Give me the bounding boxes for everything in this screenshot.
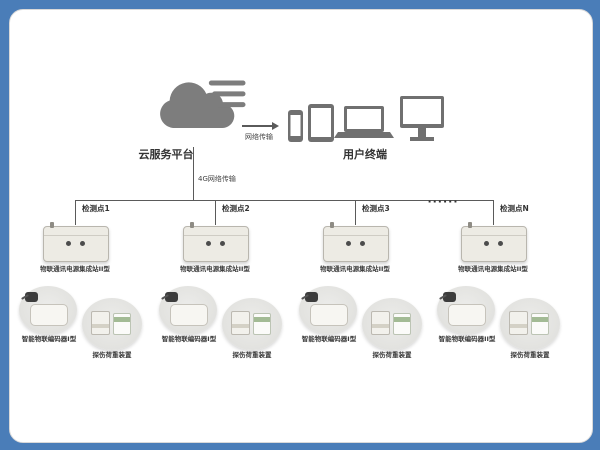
g4-network-label: 4G网络传输 <box>198 175 236 183</box>
station-label: 物联通讯电源集成站II型 <box>40 265 110 273</box>
user-terminal-label: 用户终端 <box>343 148 387 161</box>
drop-line-2 <box>215 200 216 225</box>
cloud-icon <box>148 72 248 144</box>
laptop-icon <box>334 106 394 138</box>
drop-line-3 <box>355 200 356 225</box>
station-device-image <box>323 222 389 262</box>
encoder-label: 智能物联编码器I型 <box>21 335 77 343</box>
detection-point-3-label: 检测点3 <box>362 204 390 213</box>
station-label: 物联通讯电源集成站II型 <box>180 265 250 273</box>
station-label: 物联通讯电源集成站II型 <box>320 265 390 273</box>
cloud-platform-label: 云服务平台 <box>138 148 194 161</box>
tablet-icon <box>308 104 334 142</box>
encoder-device-image <box>159 286 217 334</box>
detection-group-3: 物联通讯电源集成站II型 智能物联编码器I型 探伤荷重装置 <box>295 222 425 374</box>
load-device-image <box>362 298 422 350</box>
station-device-image <box>43 222 109 262</box>
server-lines-icon <box>208 80 246 108</box>
detection-point-n-label: 检测点N <box>500 204 529 213</box>
load-device-image <box>500 298 560 350</box>
drop-line-n <box>493 200 494 225</box>
load-label: 探伤荷重装置 <box>92 351 132 359</box>
load-label: 探伤荷重装置 <box>372 351 412 359</box>
encoder-device-image <box>437 286 495 334</box>
encoder-label: 智能物联编码器I型 <box>161 335 217 343</box>
load-label: 探伤荷重装置 <box>510 351 550 359</box>
drop-line-1 <box>75 200 76 225</box>
ellipsis-label: ······ <box>427 195 459 208</box>
trunk-line <box>75 200 493 201</box>
station-device-image <box>461 222 527 262</box>
cloud-downlink-line <box>193 147 194 200</box>
detection-group-n: 物联通讯电源集成站II型 智能物联编码器II型 探伤荷重装置 <box>433 222 563 374</box>
arrow-right-icon <box>242 125 274 127</box>
encoder-device-image <box>19 286 77 334</box>
detection-group-1: 物联通讯电源集成站II型 智能物联编码器I型 探伤荷重装置 <box>15 222 145 374</box>
encoder-label: 智能物联编码器I型 <box>301 335 357 343</box>
network-transfer-label: 网络传输 <box>245 133 273 141</box>
smartphone-icon <box>288 110 303 142</box>
load-label: 探伤荷重装置 <box>232 351 272 359</box>
encoder-device-image <box>299 286 357 334</box>
load-device-image <box>82 298 142 350</box>
encoder-label: 智能物联编码器II型 <box>438 335 496 343</box>
user-terminal-icons <box>286 94 446 150</box>
detection-group-2: 物联通讯电源集成站II型 智能物联编码器I型 探伤荷重装置 <box>155 222 285 374</box>
station-label: 物联通讯电源集成站II型 <box>458 265 528 273</box>
detection-point-2-label: 检测点2 <box>222 204 250 213</box>
monitor-icon <box>400 96 444 141</box>
detection-point-1-label: 检测点1 <box>82 204 110 213</box>
station-device-image <box>183 222 249 262</box>
load-device-image <box>222 298 282 350</box>
arrow-head-icon <box>272 121 279 130</box>
